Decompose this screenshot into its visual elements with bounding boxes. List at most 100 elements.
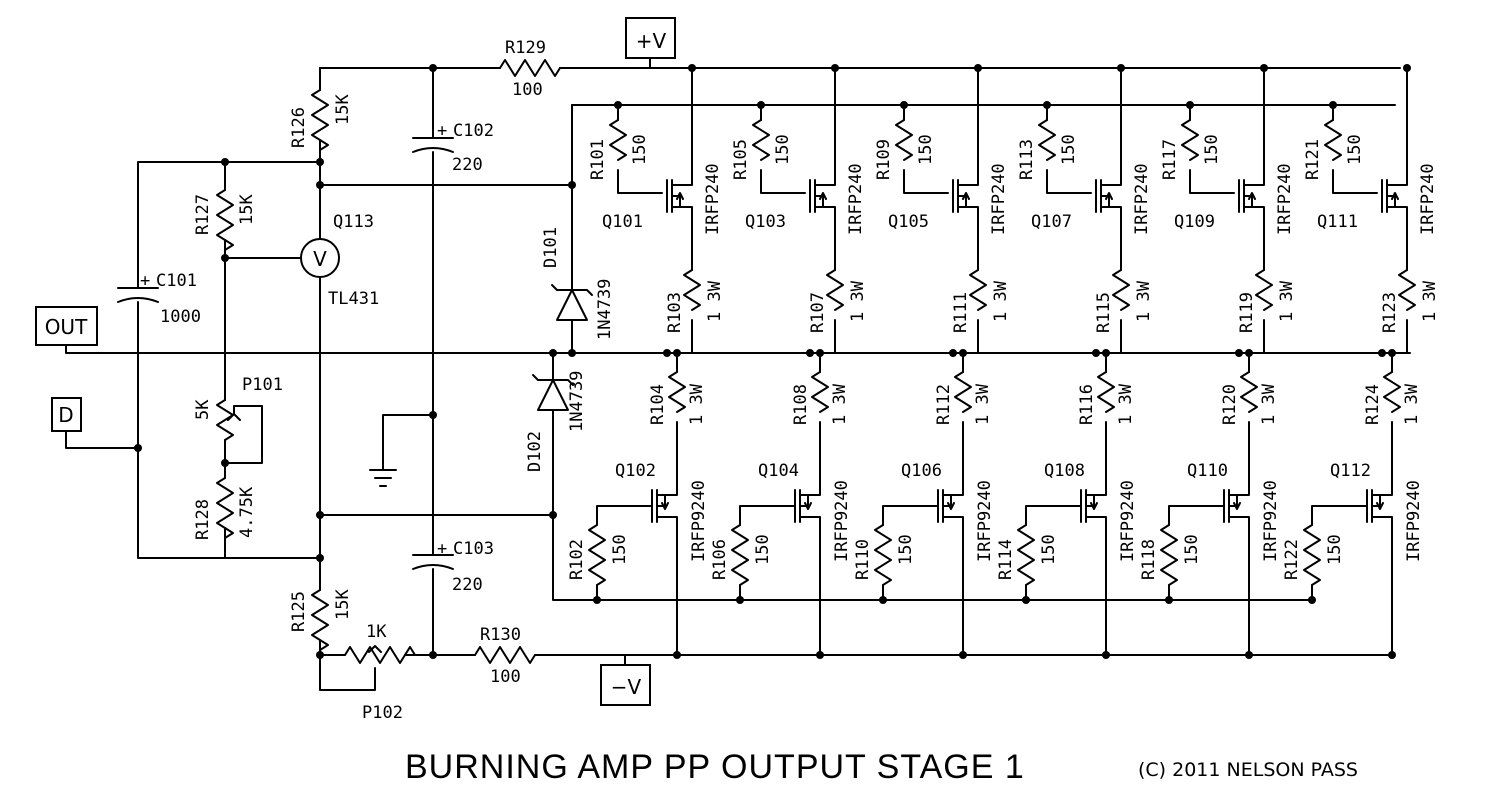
- gate-resistor: [874, 524, 892, 586]
- pos-supply-terminal: [625, 17, 676, 59]
- upper-source-resistor-value: 1 3W: [1420, 280, 1440, 322]
- junction-dot: [1388, 651, 1396, 659]
- junction-dot: [816, 349, 824, 357]
- junction-dot: [736, 596, 744, 604]
- lower-source-resistor-value: 1 3W: [1116, 383, 1136, 425]
- junction-dot: [1388, 349, 1396, 357]
- source-resistor: [668, 371, 686, 413]
- r127-resistor: [216, 189, 234, 251]
- junction-dots: [134, 64, 576, 659]
- source-resistor: [1398, 269, 1416, 311]
- upper-source-resistor-ref: R111: [951, 292, 971, 333]
- lower-gate-resistor-value: 150: [1325, 534, 1345, 565]
- c101-ref: C101: [156, 271, 197, 291]
- p-mosfet-symbol: [794, 482, 821, 656]
- upper-source-resistor-ref: R103: [665, 292, 685, 333]
- lower-mosfet-part: IRFP9240: [689, 480, 709, 562]
- gate-resistor: [1038, 119, 1056, 161]
- gate-resistor: [752, 119, 770, 161]
- upper-source-resistor-value: 1 3W: [705, 280, 725, 322]
- lower-mosfet-ref: Q104: [758, 461, 799, 481]
- lower-gate-resistor-ref: R110: [853, 539, 873, 580]
- lower-gate-resistor-value: 150: [1182, 534, 1202, 565]
- r127-value: 15K: [237, 194, 257, 225]
- neg-supply-label: −V: [611, 675, 642, 699]
- lower-mosfet-part: IRFP9240: [1118, 480, 1138, 562]
- q113-part: TL431: [328, 289, 379, 309]
- r130-resistor: [474, 646, 536, 664]
- p-mosfet-symbol: [1223, 482, 1250, 656]
- lower-gate-resistor-ref: R122: [1282, 539, 1302, 580]
- lower-source-resistor-ref: R124: [1363, 384, 1383, 425]
- upper-source-resistor-value: 1 3W: [991, 280, 1011, 322]
- d102-part: 1N4739: [567, 371, 587, 432]
- out-label: OUT: [45, 315, 88, 339]
- gate-resistor: [895, 119, 913, 161]
- upper-mosfet-ref: Q109: [1174, 212, 1215, 232]
- upper-mosfet-part: IRFP240: [703, 163, 723, 235]
- upper-mosfet-part: IRFP240: [1418, 163, 1438, 235]
- upper-gate-resistor-ref: R101: [588, 139, 608, 180]
- junction-dot: [831, 64, 839, 72]
- lower-gate-resistor-value: 150: [753, 534, 773, 565]
- d101-ref: D101: [541, 227, 561, 268]
- lower-mosfet-part: IRFP9240: [1404, 480, 1424, 562]
- lower-gate-resistor-ref: R118: [1139, 539, 1159, 580]
- junction-dot: [1102, 651, 1110, 659]
- r130-value: 100: [490, 667, 521, 687]
- upper-source-resistor-ref: R123: [1380, 292, 1400, 333]
- lower-source-resistor-ref: R116: [1077, 384, 1097, 425]
- r127-ref: R127: [193, 194, 213, 235]
- c103-ref: C103: [453, 539, 494, 559]
- source-resistor: [969, 269, 987, 311]
- upper-mosfet-ref: Q103: [745, 212, 786, 232]
- upper-source-resistor-value: 1 3W: [1134, 280, 1154, 322]
- n-mosfet-symbol: [666, 67, 693, 271]
- source-resistor: [1255, 269, 1273, 311]
- r126-resistor: [311, 89, 329, 151]
- source-resistor: [1383, 371, 1401, 413]
- lower-source-resistor-value: 1 3W: [1402, 383, 1422, 425]
- upper-source-resistor-ref: R119: [1237, 292, 1257, 333]
- junction-dot: [1186, 101, 1194, 109]
- junction-dot: [1245, 651, 1253, 659]
- lower-source-resistor-value: 1 3W: [1259, 383, 1279, 425]
- c102-value: 220: [452, 155, 483, 175]
- n-mosfet-symbol: [1095, 67, 1122, 271]
- source-resistor: [826, 269, 844, 311]
- upper-gate-resistor-value: 150: [773, 134, 793, 165]
- lower-mosfet-part: IRFP9240: [1261, 480, 1281, 562]
- junction-dot: [959, 651, 967, 659]
- c101-value: 1000: [160, 307, 201, 327]
- p101-value: 5K: [193, 399, 213, 420]
- p-mosfet-symbol: [1366, 482, 1393, 656]
- junction-dot: [1043, 101, 1051, 109]
- lower-source-resistor-value: 1 3W: [973, 383, 993, 425]
- p102-ref: P102: [362, 703, 403, 723]
- upper-gate-resistor-ref: R121: [1303, 139, 1323, 180]
- d102-zener: [532, 374, 574, 411]
- r126-ref: R126: [289, 107, 309, 148]
- gate-resistor: [1017, 524, 1035, 586]
- c101-capacitor: [117, 287, 159, 303]
- lower-mosfet-ref: Q110: [1187, 461, 1228, 481]
- upper-source-resistor-ref: R115: [1094, 292, 1114, 333]
- n-mosfet-symbol: [1238, 67, 1265, 271]
- d-terminal: [51, 397, 82, 432]
- upper-gate-resistor-value: 150: [916, 134, 936, 165]
- n-mosfet-symbol: [952, 67, 979, 271]
- copyright-notice: (C) 2011 NELSON PASS: [1138, 759, 1358, 781]
- c103-value: 220: [452, 575, 483, 595]
- upper-gate-resistor-ref: R105: [731, 139, 751, 180]
- lower-gate-resistor-ref: R102: [567, 539, 587, 580]
- p101-ref: P101: [242, 375, 283, 395]
- lower-gate-resistor-value: 150: [896, 534, 916, 565]
- n-mosfet-symbol: [1381, 67, 1408, 271]
- c101-plus: +: [140, 271, 150, 291]
- upper-mosfet-part: IRFP240: [1132, 163, 1152, 235]
- lower-gate-resistor-value: 150: [610, 534, 630, 565]
- junction-dot: [1308, 596, 1316, 604]
- junction-dot: [688, 64, 696, 72]
- upper-gate-resistor-ref: R117: [1160, 139, 1180, 180]
